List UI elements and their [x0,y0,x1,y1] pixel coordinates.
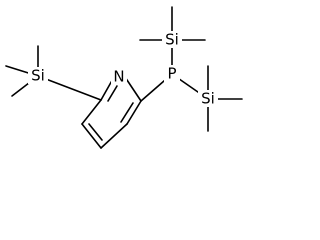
ring-double-bond-c4-c3 [88,123,103,141]
chemical-structure-diagram: N Si P Si Si [5,6,243,149]
silicon-left-label: Si [31,67,45,85]
silicon-bottom-label: Si [201,90,215,108]
left-trimethylsilyl-group [5,45,102,101]
ring-bond-n-c6 [124,76,142,102]
ring-double-bond-c2-n [107,85,118,102]
bond-c2-si-left [37,75,102,101]
ring-bond-c4-c3 [81,123,102,149]
ring-double-bond-c6-c5 [120,102,134,123]
ring-bond-c5-c4 [100,123,128,149]
phosphorus-label: P [167,65,176,83]
bis-trimethylsilyl-phosphino-group [139,6,243,132]
ring-bond-c3-c2 [81,99,102,125]
pyridine-ring [81,76,142,149]
atom-labels: N Si P Si Si [28,31,218,108]
silicon-top-label: Si [165,31,179,49]
ring-nitrogen-label: N [113,68,124,86]
ring-bond-c6-c5 [126,100,142,125]
